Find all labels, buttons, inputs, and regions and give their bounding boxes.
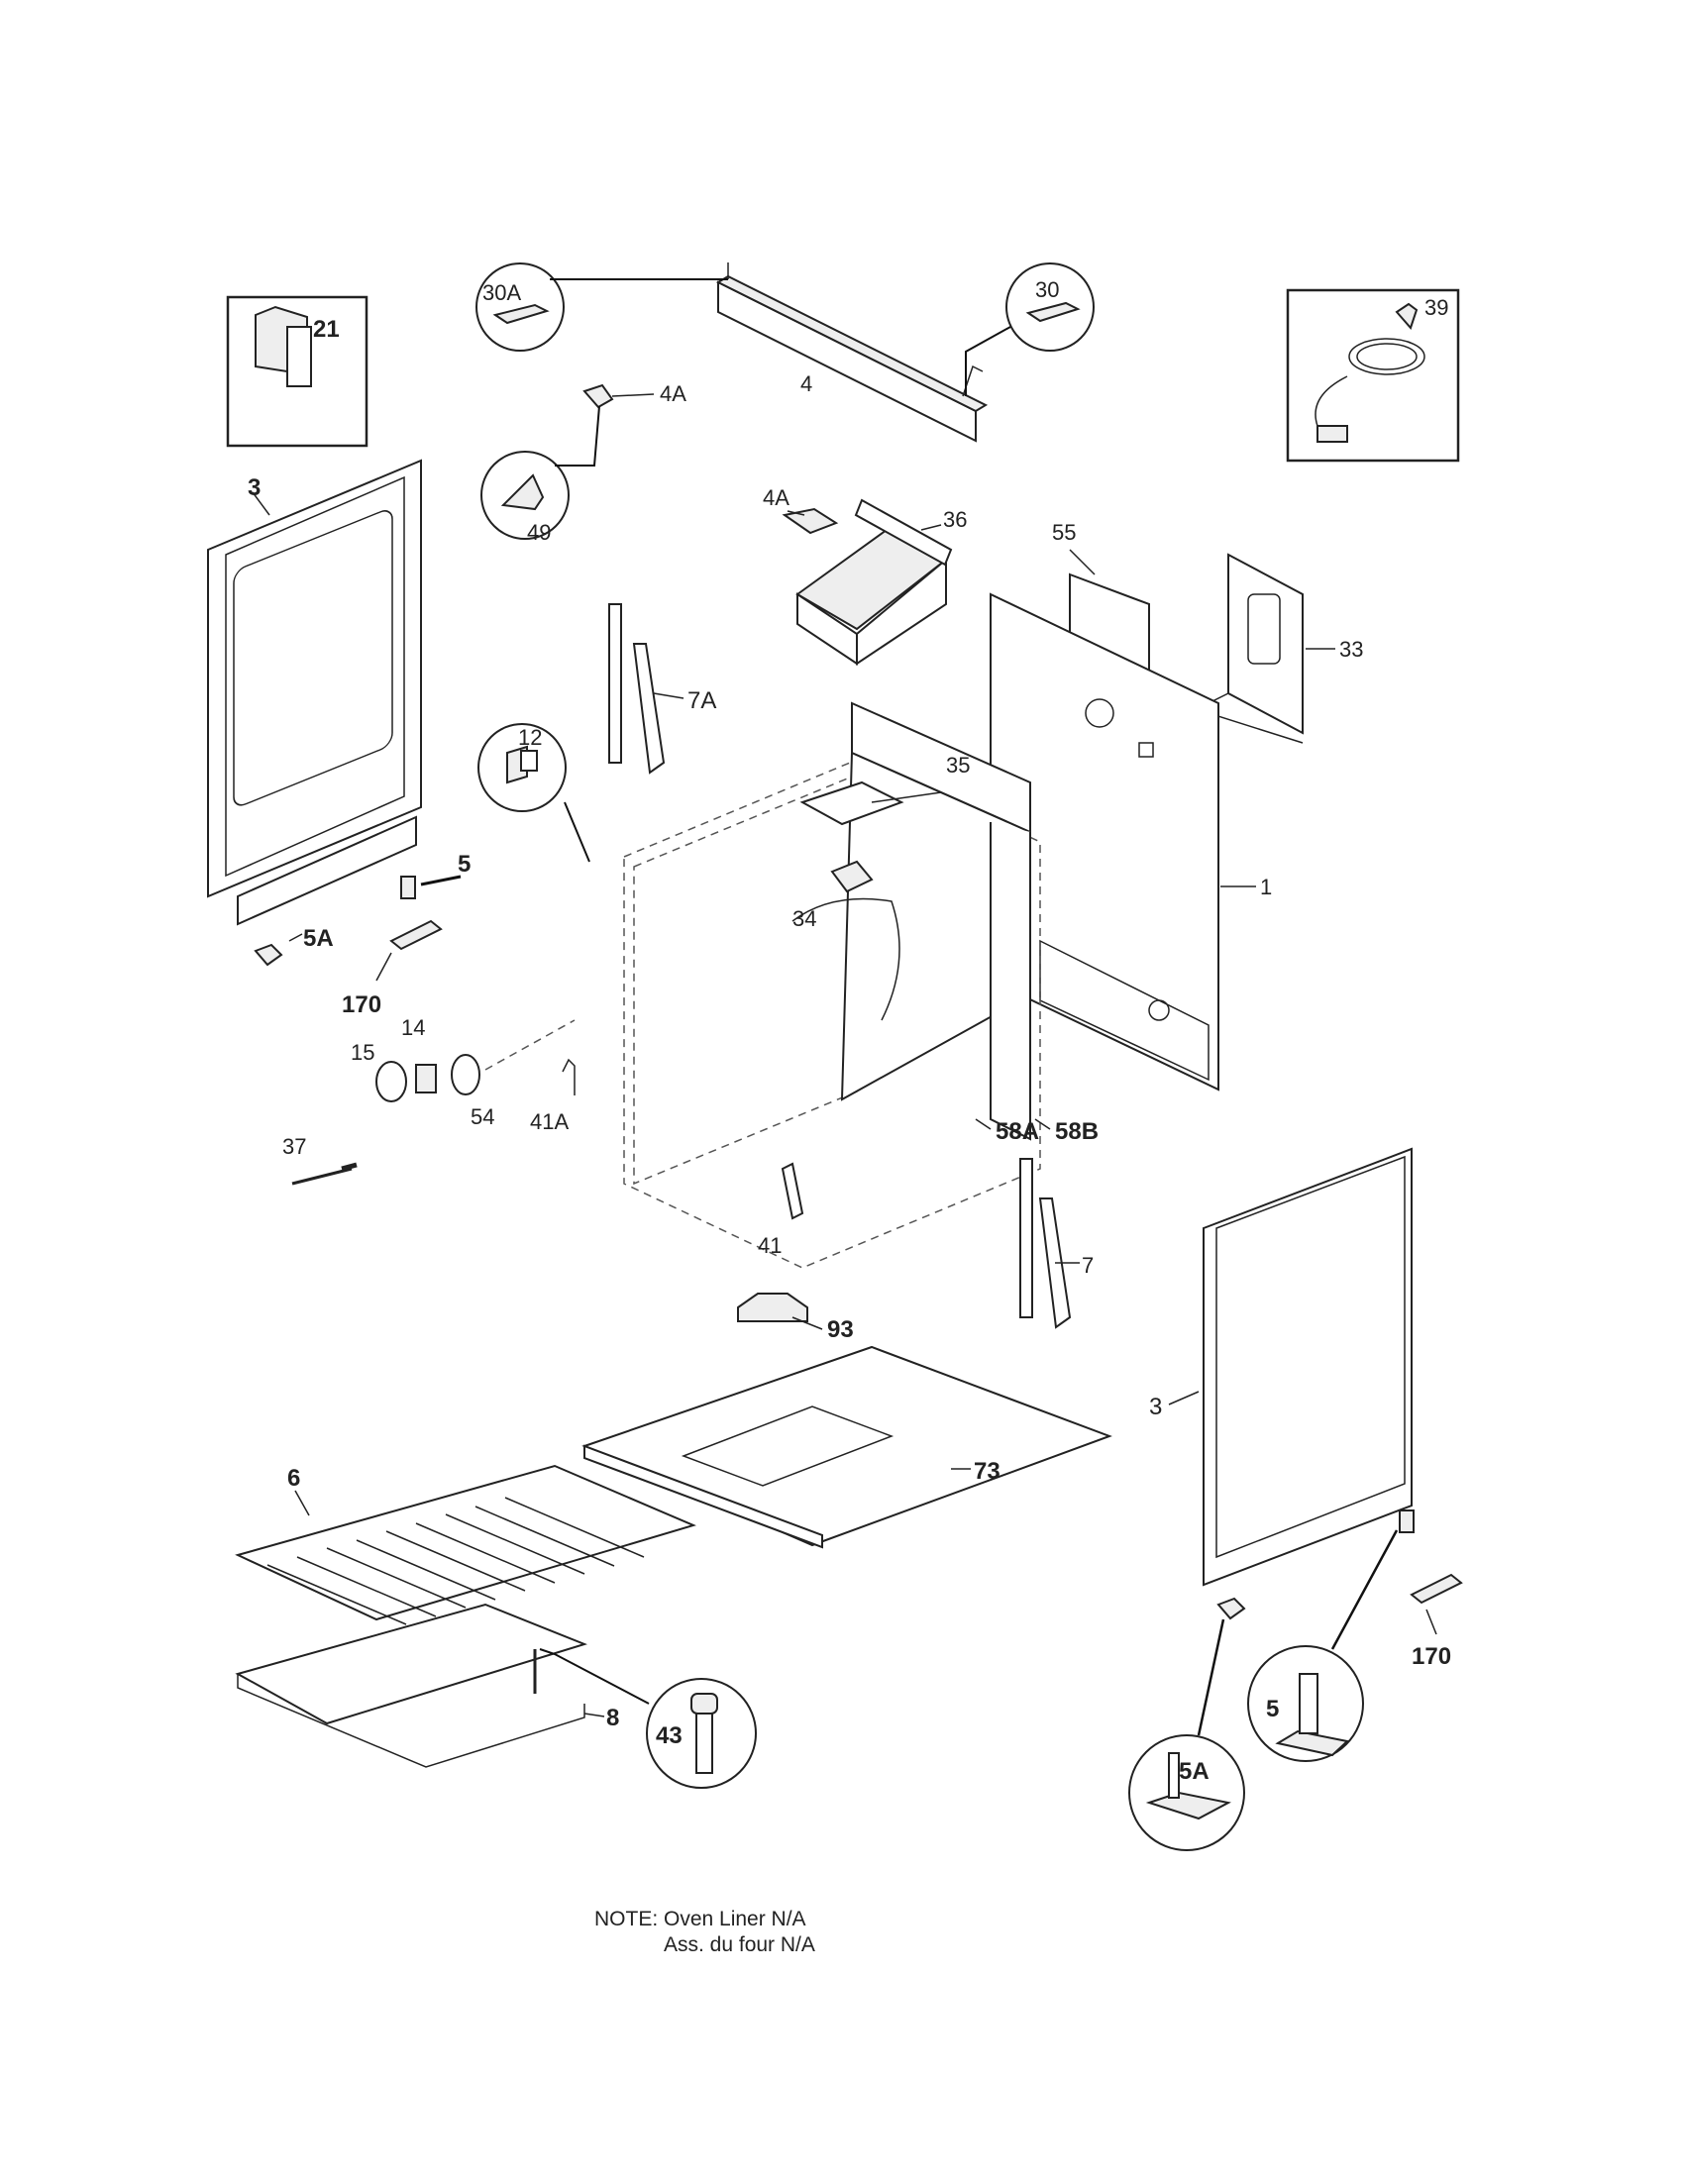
callout-43: 43 (656, 1722, 683, 1749)
callout-3-left: 3 (248, 474, 261, 501)
part-35-34: 35 34 (792, 753, 970, 931)
left-small-parts: 5 5A 170 (254, 851, 471, 1018)
callout-8: 8 (606, 1705, 619, 1731)
callout-93: 93 (827, 1316, 854, 1343)
part-12-detail: 12 (477, 723, 590, 863)
part-30-detail: 30 (965, 262, 1095, 396)
part-37-sensor: 37 (282, 1134, 358, 1186)
part-33-panel: 33 (1208, 553, 1363, 744)
part-1-back-panel: 1 (990, 592, 1272, 1092)
oven-body: 58A 58B (623, 701, 1099, 1269)
callout-7a: 7A (687, 687, 716, 714)
callout-170-left: 170 (342, 991, 381, 1018)
part-39-inset: 39 (1286, 288, 1460, 463)
part-36-flue: 36 (795, 498, 967, 666)
callout-34: 34 (792, 906, 816, 931)
callout-33: 33 (1339, 637, 1363, 662)
callout-30: 30 (1035, 277, 1059, 302)
part-4a-49: 4A 49 (480, 381, 686, 545)
oven-lamp-parts: 15 14 54 41A (351, 1015, 576, 1134)
callout-4a-mid: 4A (763, 485, 789, 510)
part-41-7: 41 7 (758, 1158, 1094, 1329)
callout-5-right: 5 (1266, 1696, 1279, 1722)
callout-35: 35 (946, 753, 970, 778)
callout-41: 41 (758, 1233, 782, 1258)
callout-12: 12 (518, 725, 542, 750)
callout-5a-right: 5A (1179, 1758, 1210, 1785)
callout-5a-left: 5A (303, 925, 334, 952)
callout-36: 36 (943, 507, 967, 532)
note-line-1: NOTE: Oven Liner N/A (594, 1908, 806, 1930)
oven-liner-note: NOTE: Oven Liner N/A Ass. du four N/A (594, 1907, 852, 1958)
callout-170-right: 170 (1412, 1643, 1451, 1670)
part-30a-detail: 30A (475, 262, 728, 352)
callout-4a-top: 4A (660, 381, 686, 406)
part-73-bottom-panel: 73 (581, 1345, 1112, 1549)
callout-58b: 58B (1055, 1118, 1099, 1145)
callout-3-right: 3 (1149, 1394, 1162, 1420)
callout-41a: 41A (530, 1109, 569, 1134)
callout-21: 21 (313, 316, 340, 343)
part-6-oven-rack: 6 (235, 1464, 696, 1625)
part-4-bracket: 4 (715, 262, 989, 443)
callout-73: 73 (974, 1458, 1000, 1485)
callout-7: 7 (1082, 1253, 1094, 1278)
callout-49: 49 (527, 520, 551, 545)
callout-1: 1 (1260, 875, 1272, 899)
right-small-parts: 170 5 5A (1128, 1509, 1463, 1851)
callout-54: 54 (471, 1104, 494, 1129)
part-4a-mid: 4A (763, 485, 839, 535)
callout-15: 15 (351, 1040, 374, 1065)
part-93: 93 (737, 1293, 854, 1343)
callout-4: 4 (800, 371, 812, 396)
callout-39: 39 (1424, 295, 1448, 320)
part-3-left-side-panel: 3 (207, 459, 422, 926)
callout-37: 37 (282, 1134, 306, 1159)
part-3-right-side-panel: 3 (1149, 1147, 1413, 1587)
callout-5-left: 5 (458, 851, 471, 878)
part-7a-hinge: 7A (608, 603, 716, 775)
part-8-broiler-pan: 8 (235, 1603, 619, 1768)
callout-58a: 58A (996, 1118, 1039, 1145)
callout-30a: 30A (482, 280, 521, 305)
callout-6: 6 (287, 1465, 300, 1492)
callout-14: 14 (401, 1015, 425, 1040)
callout-55: 55 (1052, 520, 1076, 545)
part-43-screw: 43 (533, 1648, 757, 1789)
note-line-2: Ass. du four N/A (664, 1933, 815, 1956)
part-21-inset: 21 (226, 295, 368, 448)
